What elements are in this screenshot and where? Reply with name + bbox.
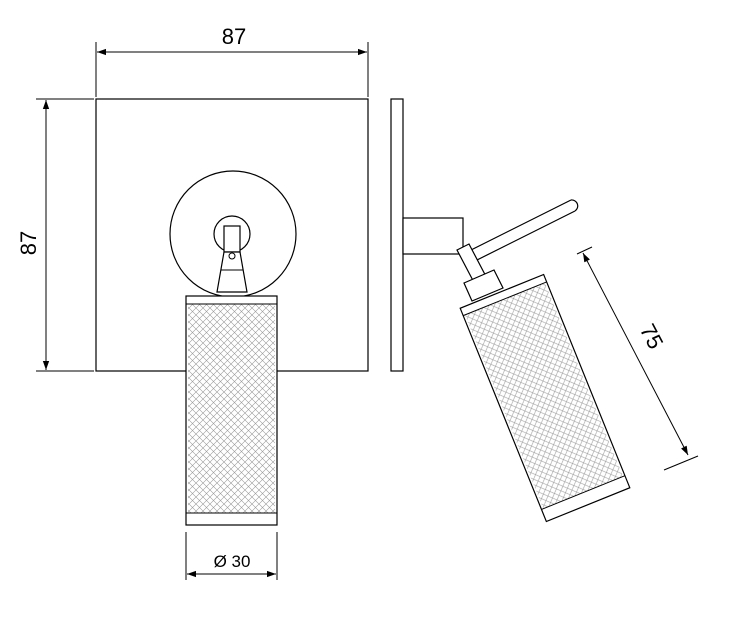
dimension-plate-height: 87 bbox=[16, 98, 94, 372]
plate-width-label: 87 bbox=[222, 24, 246, 49]
dimension-plate-width: 87 bbox=[95, 24, 369, 97]
pivot-joint-front bbox=[213, 215, 251, 293]
adjust-rod bbox=[460, 199, 579, 266]
pivot-joint-side bbox=[456, 243, 504, 302]
dimension-diameter: Ø 30 bbox=[185, 532, 278, 580]
spot-cylinder-side bbox=[459, 273, 631, 523]
spot-cylinder-front bbox=[185, 295, 278, 526]
front-view bbox=[95, 98, 369, 526]
side-view bbox=[390, 98, 631, 523]
wall-plate-side bbox=[390, 98, 404, 372]
diameter-label: Ø 30 bbox=[214, 552, 251, 571]
arm-block bbox=[402, 217, 464, 255]
plate-height-label: 87 bbox=[16, 231, 41, 255]
spot-length-label: 75 bbox=[635, 320, 669, 353]
